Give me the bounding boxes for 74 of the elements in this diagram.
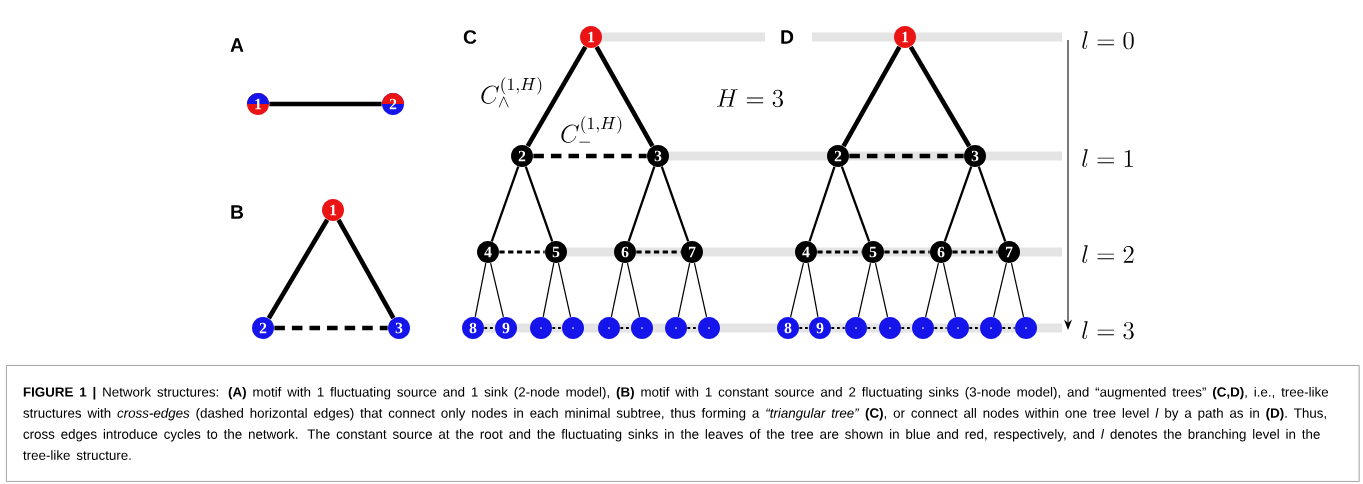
node-circle <box>530 317 552 339</box>
edge-line <box>552 326 562 330</box>
edge-line <box>942 262 957 318</box>
edge-line <box>490 166 520 242</box>
level-label: $l = 2$ <box>1082 245 1134 264</box>
level-label: $l = 0$ <box>1082 31 1134 50</box>
node-circle <box>879 317 901 339</box>
edge-line <box>993 262 1007 318</box>
edge-line <box>790 262 804 318</box>
edge-line <box>626 262 641 318</box>
edge-line <box>266 218 330 320</box>
edge-line <box>969 326 980 330</box>
panel-letter: B <box>231 205 244 219</box>
edge-line <box>524 166 554 242</box>
node-circle <box>665 317 687 339</box>
edge-line <box>677 262 691 318</box>
edge-line <box>831 326 845 330</box>
edge-line <box>636 250 681 254</box>
edge-line <box>977 166 1007 242</box>
edge-line <box>867 326 879 330</box>
edge-line <box>274 325 388 331</box>
formula-label: $H = 3$ <box>717 89 783 108</box>
node-circle <box>845 317 867 339</box>
panel-letter: C <box>463 30 477 44</box>
edge-line <box>269 101 382 107</box>
node-circle <box>947 317 969 339</box>
edge-line <box>490 262 504 318</box>
edge-line <box>693 262 708 318</box>
caption-box: FIGURE 1 | Network structures: (A) motif with 1 fluctuating source and 1 sink (2-node model), (B) motif with 1 constant source and 2 fluctuating sinks (3-node model), and “augmented trees” (C,D), i.e., tree-like structures with cross-edges (dashed horizontal edges) that connect only nodes in each minimal subtree, thus forming a “triangular tree” (C), or connect all nodes within one tree level l by a path as in (D). Thus, cross edges introduce cycles to the network. The constant source at the root and the fluctuating sinks in the leaves of the tree are shown in blue and red, respectively, and l denotes the branching level in the tree-like structure. <box>6 365 1360 482</box>
edge-line <box>841 45 902 148</box>
edge-line <box>1002 326 1015 330</box>
node-circle <box>1015 317 1037 339</box>
level-label: $l = 3$ <box>1082 321 1134 340</box>
edge-line <box>884 250 930 254</box>
edge-line <box>943 166 973 242</box>
edge-line <box>594 45 655 148</box>
edge-line <box>484 326 495 330</box>
edge-line <box>925 262 939 318</box>
edge-line <box>542 262 555 318</box>
node-circle <box>631 317 653 339</box>
edge-line <box>336 218 396 320</box>
level-label: $l = 1$ <box>1082 149 1133 168</box>
edge-line <box>849 153 964 159</box>
edge-line <box>533 153 647 159</box>
edge-line <box>499 250 545 254</box>
edge-line <box>525 45 588 148</box>
edge-line <box>610 262 624 318</box>
edge-line <box>660 166 690 242</box>
edge-line <box>952 250 998 254</box>
node-circle <box>562 317 584 339</box>
edge-line <box>627 166 656 242</box>
node-circle <box>980 317 1002 339</box>
edge-line <box>857 262 872 318</box>
edge-line <box>620 326 631 330</box>
node-circle <box>698 317 720 339</box>
panel-letter: A <box>230 38 244 52</box>
edge-line <box>807 262 819 318</box>
edge-line <box>799 326 809 330</box>
edge-line <box>934 326 947 330</box>
node-circle <box>598 317 620 339</box>
edge-line <box>817 250 862 254</box>
edge-line <box>901 326 912 330</box>
edge-line <box>808 166 836 242</box>
node-circle <box>912 317 934 339</box>
formula-label: $C_{-}^{(1,H)}$ <box>561 115 622 143</box>
edge-line <box>874 262 889 318</box>
edge-line <box>840 166 871 242</box>
edge-line <box>1010 262 1025 318</box>
edge-line <box>474 262 487 318</box>
edge-line <box>557 262 572 318</box>
edge-line <box>687 326 698 330</box>
edge-line <box>908 45 972 148</box>
formula-label: $C_{\wedge}^{(1,H)}$ <box>481 76 542 108</box>
panel-letter: D <box>781 30 794 44</box>
